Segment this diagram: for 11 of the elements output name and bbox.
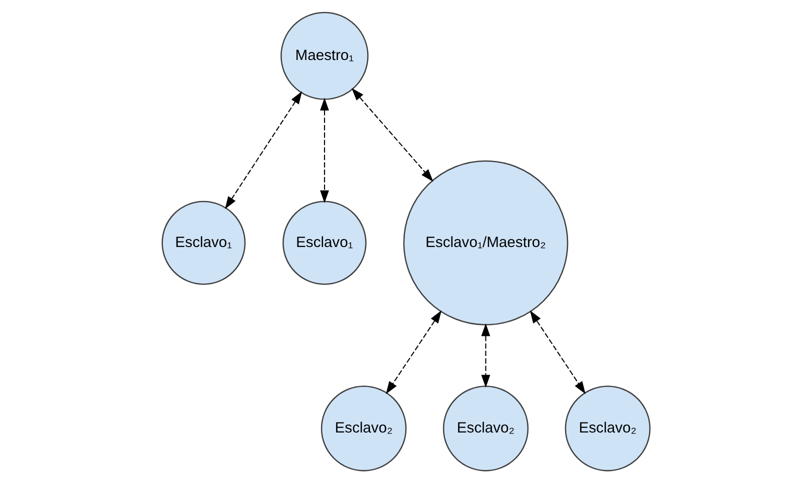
node-circle: Esclavo₂ (442, 386, 528, 472)
arrow (320, 98, 328, 204)
node-circle: Esclavo₁ (282, 200, 366, 285)
arrow (529, 310, 586, 394)
arrow (385, 310, 442, 394)
node-circle: Esclavo₁ (161, 200, 246, 285)
node-circle: Esclavo₂ (564, 386, 650, 472)
arrow (480, 323, 490, 388)
arrow (224, 91, 302, 210)
arrow (351, 88, 433, 182)
node-circle: Esclavo₂ (320, 386, 406, 472)
